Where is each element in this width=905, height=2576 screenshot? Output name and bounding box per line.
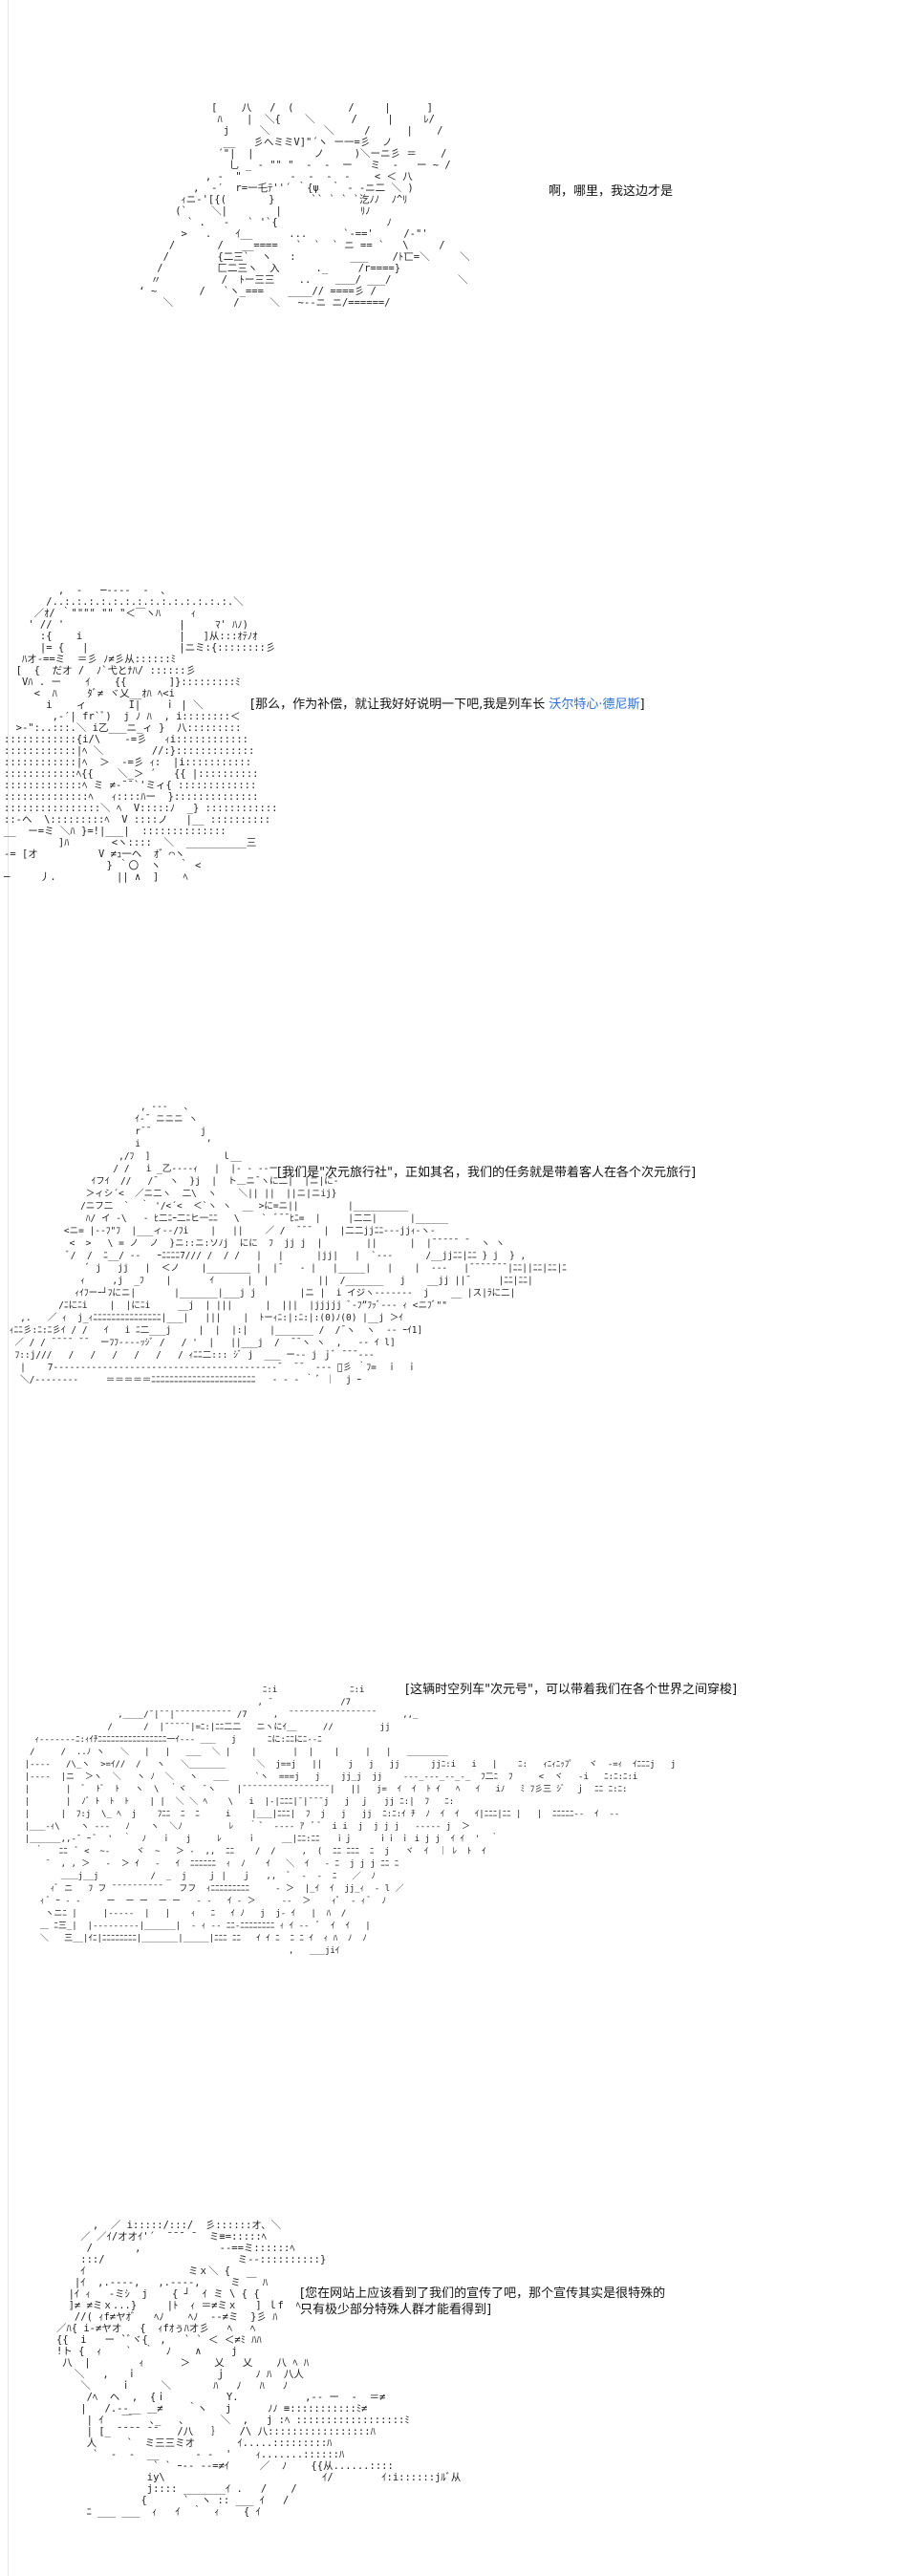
dialogue-line-5b: 只有极少部分特殊人群才能看得到] (300, 2303, 492, 2317)
dialogue-line-5a: [您在网站上应该看到了我们的宣传了吧，那个宣传其实是很特殊的 (300, 2286, 666, 2301)
dialogue-line-1: 啊，哪里，我这边才是 (549, 184, 674, 199)
ascii-art-figure-5: , ／ i:::::/:::/ 彡::::::オ、＼ ／ ／ｲ/オオｲ'´ ¯¯… (55, 2220, 462, 2518)
comic-panel-4: ﾆ:i ﾆ:i , ¯ /7 ,____/¯|¯¯|¯¯¯¯¯¯¯¯¯¯¯ /7… (0, 1667, 905, 2021)
comic-panel-3: , ‐‐‐ ､ ｲ‐¯ ニニニ ヽ r¯¯ j i ’ ,/ﾌ ] ｌ__ / … (0, 1089, 905, 1624)
ascii-art-figure-2: , - ─‐‐‐‐ ‐ ､ /..:.:.:.:.:.:.:.:.:.:.:.:… (4, 585, 278, 883)
dialogue-line-2: [那么，作为补偿，就让我好好说明一下吧,我是列车长 沃尔特心·德尼斯] (250, 698, 645, 713)
ascii-art-train: ﾆ:i ﾆ:i , ¯ /7 ,____/¯|¯¯|¯¯¯¯¯¯¯¯¯¯¯ /7… (24, 1685, 677, 1956)
conductor-name-link[interactable]: 沃尔特心·德尼斯 (549, 698, 640, 712)
ascii-art-figure-1: [ 八 / ( / | ] ﾊ | ＼{ ＼ / | ﾚ/ j ＼ ＼ / | … (139, 102, 470, 309)
comic-panel-2: , - ─‐‐‐‐ ‐ ､ /..:.:.:.:.:.:.:.:.:.:.:.:… (0, 573, 905, 1070)
dialogue-line-2-close: ] (639, 698, 645, 712)
comic-panel-5: , ／ i:::::/:::/ 彡::::::オ、＼ ／ ／ｲ/オオｲ'´ ¯¯… (0, 2212, 905, 2576)
dialogue-line-3: [我们是"次元旅行社"，正如其名，我们的任务就是带着客人在各个次元旅行] (277, 1166, 697, 1180)
dialogue-line-4: [这辆时空列车"次元号"，可以带着我们在各个世界之间穿梭] (405, 1683, 738, 1697)
ascii-art-train-station: , ‐‐‐ ､ ｲ‐¯ ニニニ ヽ r¯¯ j i ’ ,/ﾌ ] ｌ__ / … (9, 1102, 567, 1385)
comic-panel-1: [ 八 / ( / | ] ﾊ | ＼{ ＼ / | ﾚ/ j ＼ ＼ / | … (0, 91, 905, 435)
dialogue-line-2-text: [那么，作为补偿，就让我好好说明一下吧,我是列车长 (250, 698, 549, 712)
page-left-border (8, 0, 9, 2576)
